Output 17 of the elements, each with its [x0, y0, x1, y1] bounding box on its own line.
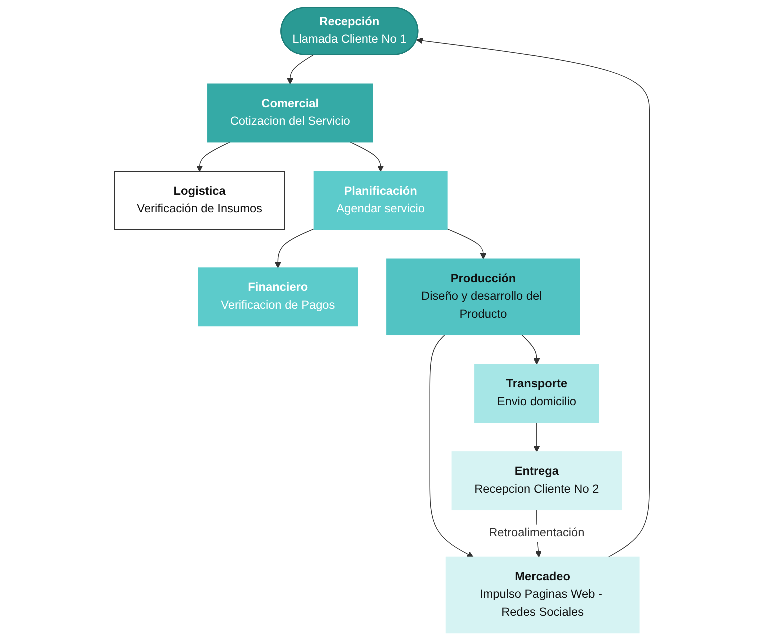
node-box: Financiero Verificacion de Pagos — [198, 268, 358, 327]
node-box: Comercial Cotizacion del Servicio — [207, 84, 373, 143]
node-box: Entrega Recepcion Cliente No 2 — [452, 452, 622, 510]
arrow — [533, 422, 540, 452]
arrow — [350, 142, 384, 172]
arrow — [429, 334, 474, 558]
node-box: Planificación Agendar servicio — [314, 171, 448, 230]
node-box: Logistica Verificación de Insumos — [114, 171, 285, 230]
node-box: Mercadeo Impulso Paginas Web - Redes Sociales — [446, 556, 640, 634]
node-box: Transporte Envio domicilio — [474, 364, 599, 423]
arrow — [286, 54, 314, 85]
node-box: Producción Diseño y desarrollo del Producto — [386, 258, 580, 336]
arrow — [521, 334, 540, 365]
arrow — [446, 228, 486, 260]
edge-label: Retroalimentación — [488, 527, 584, 540]
arrow — [274, 228, 314, 268]
arrow — [196, 142, 231, 172]
